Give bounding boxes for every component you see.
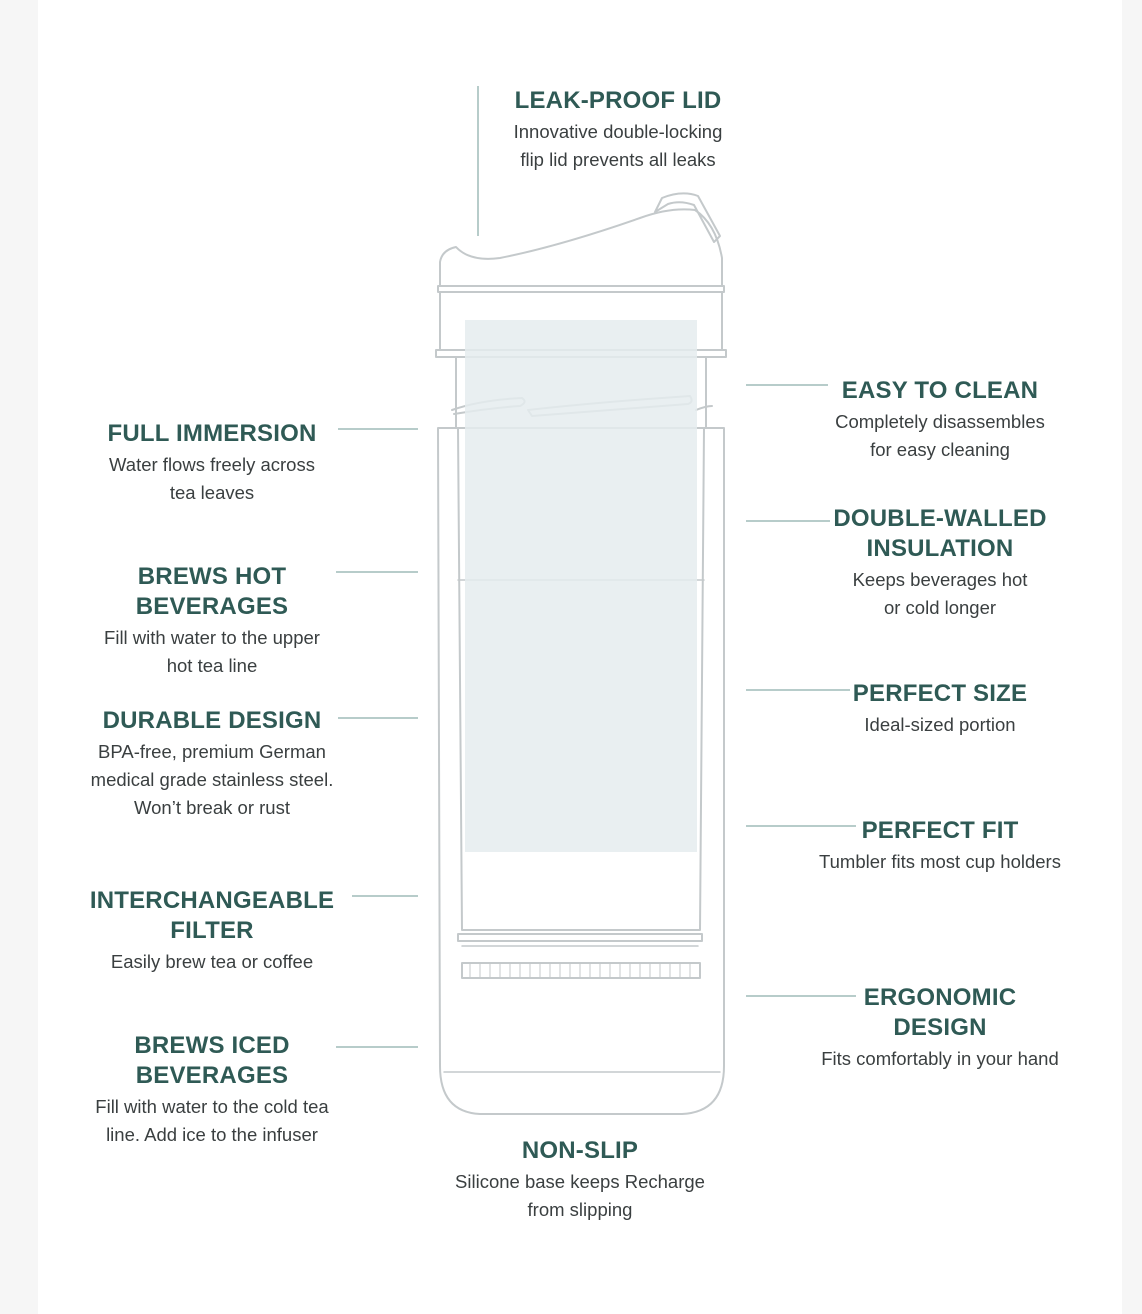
feature-desc: Completely disassembles for easy cleanin… [835,411,1045,460]
feature-desc: Tumbler fits most cup holders [819,851,1061,872]
feature-desc: Fill with water to the cold tea line. Ad… [95,1096,329,1145]
feature-title: DOUBLE-WALLED INSULATION [833,505,1047,562]
feature-desc: Fill with water to the upper hot tea lin… [104,627,320,676]
feature-desc: Ideal-sized portion [864,714,1016,735]
feature-title: ERGONOMIC DESIGN [863,984,1017,1041]
feature-non-slip: NON-SLIP Silicone base keeps Recharge fr… [430,1136,730,1224]
feature-perfect-fit: PERFECT FIT Tumbler fits most cup holder… [790,816,1090,876]
feature-durable-design: DURABLE DESIGN BPA-free, premium German … [52,706,372,822]
feature-desc: Water flows freely across tea leaves [109,454,315,503]
tumbler-body [437,427,725,1115]
feature-title: BREWS ICED BEVERAGES [134,1032,290,1089]
feature-desc: Fits comfortably in your hand [821,1048,1059,1069]
feature-ergonomic-design: ERGONOMIC DESIGN Fits comfortably in you… [790,983,1090,1073]
feature-double-walled-insulation: DOUBLE-WALLED INSULATION Keeps beverages… [800,504,1080,622]
feature-full-immersion: FULL IMMERSION Water flows freely across… [62,419,362,507]
feature-title: PERFECT SIZE [852,680,1028,707]
feature-title: LEAK-PROOF LID [514,87,722,114]
feature-desc: Innovative double-locking flip lid preve… [513,121,723,170]
feature-title: PERFECT FIT [861,817,1019,844]
filter-ring [457,933,703,942]
feature-leak-proof-lid: LEAK-PROOF LID Innovative double-locking… [478,86,758,174]
feature-title: INTERCHANGEABLE FILTER [89,887,335,944]
feature-interchangeable-filter: INTERCHANGEABLE FILTER Easily brew tea o… [52,886,372,976]
mesh-filter [461,962,701,979]
infuser-wall [457,427,705,931]
feature-brews-iced-beverages: BREWS ICED BEVERAGES Fill with water to … [62,1031,362,1149]
feature-desc: Keeps beverages hot or cold longer [852,569,1028,618]
feature-title: NON-SLIP [521,1137,639,1164]
flip-lid [439,208,723,287]
infuser-chamber [465,320,697,852]
lid-latch [654,192,721,243]
feature-title: BREWS HOT BEVERAGES [135,563,289,620]
feature-title: DURABLE DESIGN [102,707,322,734]
feature-perfect-size: PERFECT SIZE Ideal-sized portion [800,679,1080,739]
feature-title: EASY TO CLEAN [841,377,1039,404]
feature-title: FULL IMMERSION [107,420,317,447]
feature-brews-hot-beverages: BREWS HOT BEVERAGES Fill with water to t… [62,562,362,680]
feature-desc: Easily brew tea or coffee [110,951,314,972]
feature-easy-to-clean: EASY TO CLEAN Completely disassembles fo… [800,376,1080,464]
feature-desc: BPA-free, premium German medical grade s… [90,741,334,818]
feature-desc: Silicone base keeps Recharge from slippi… [455,1171,705,1220]
